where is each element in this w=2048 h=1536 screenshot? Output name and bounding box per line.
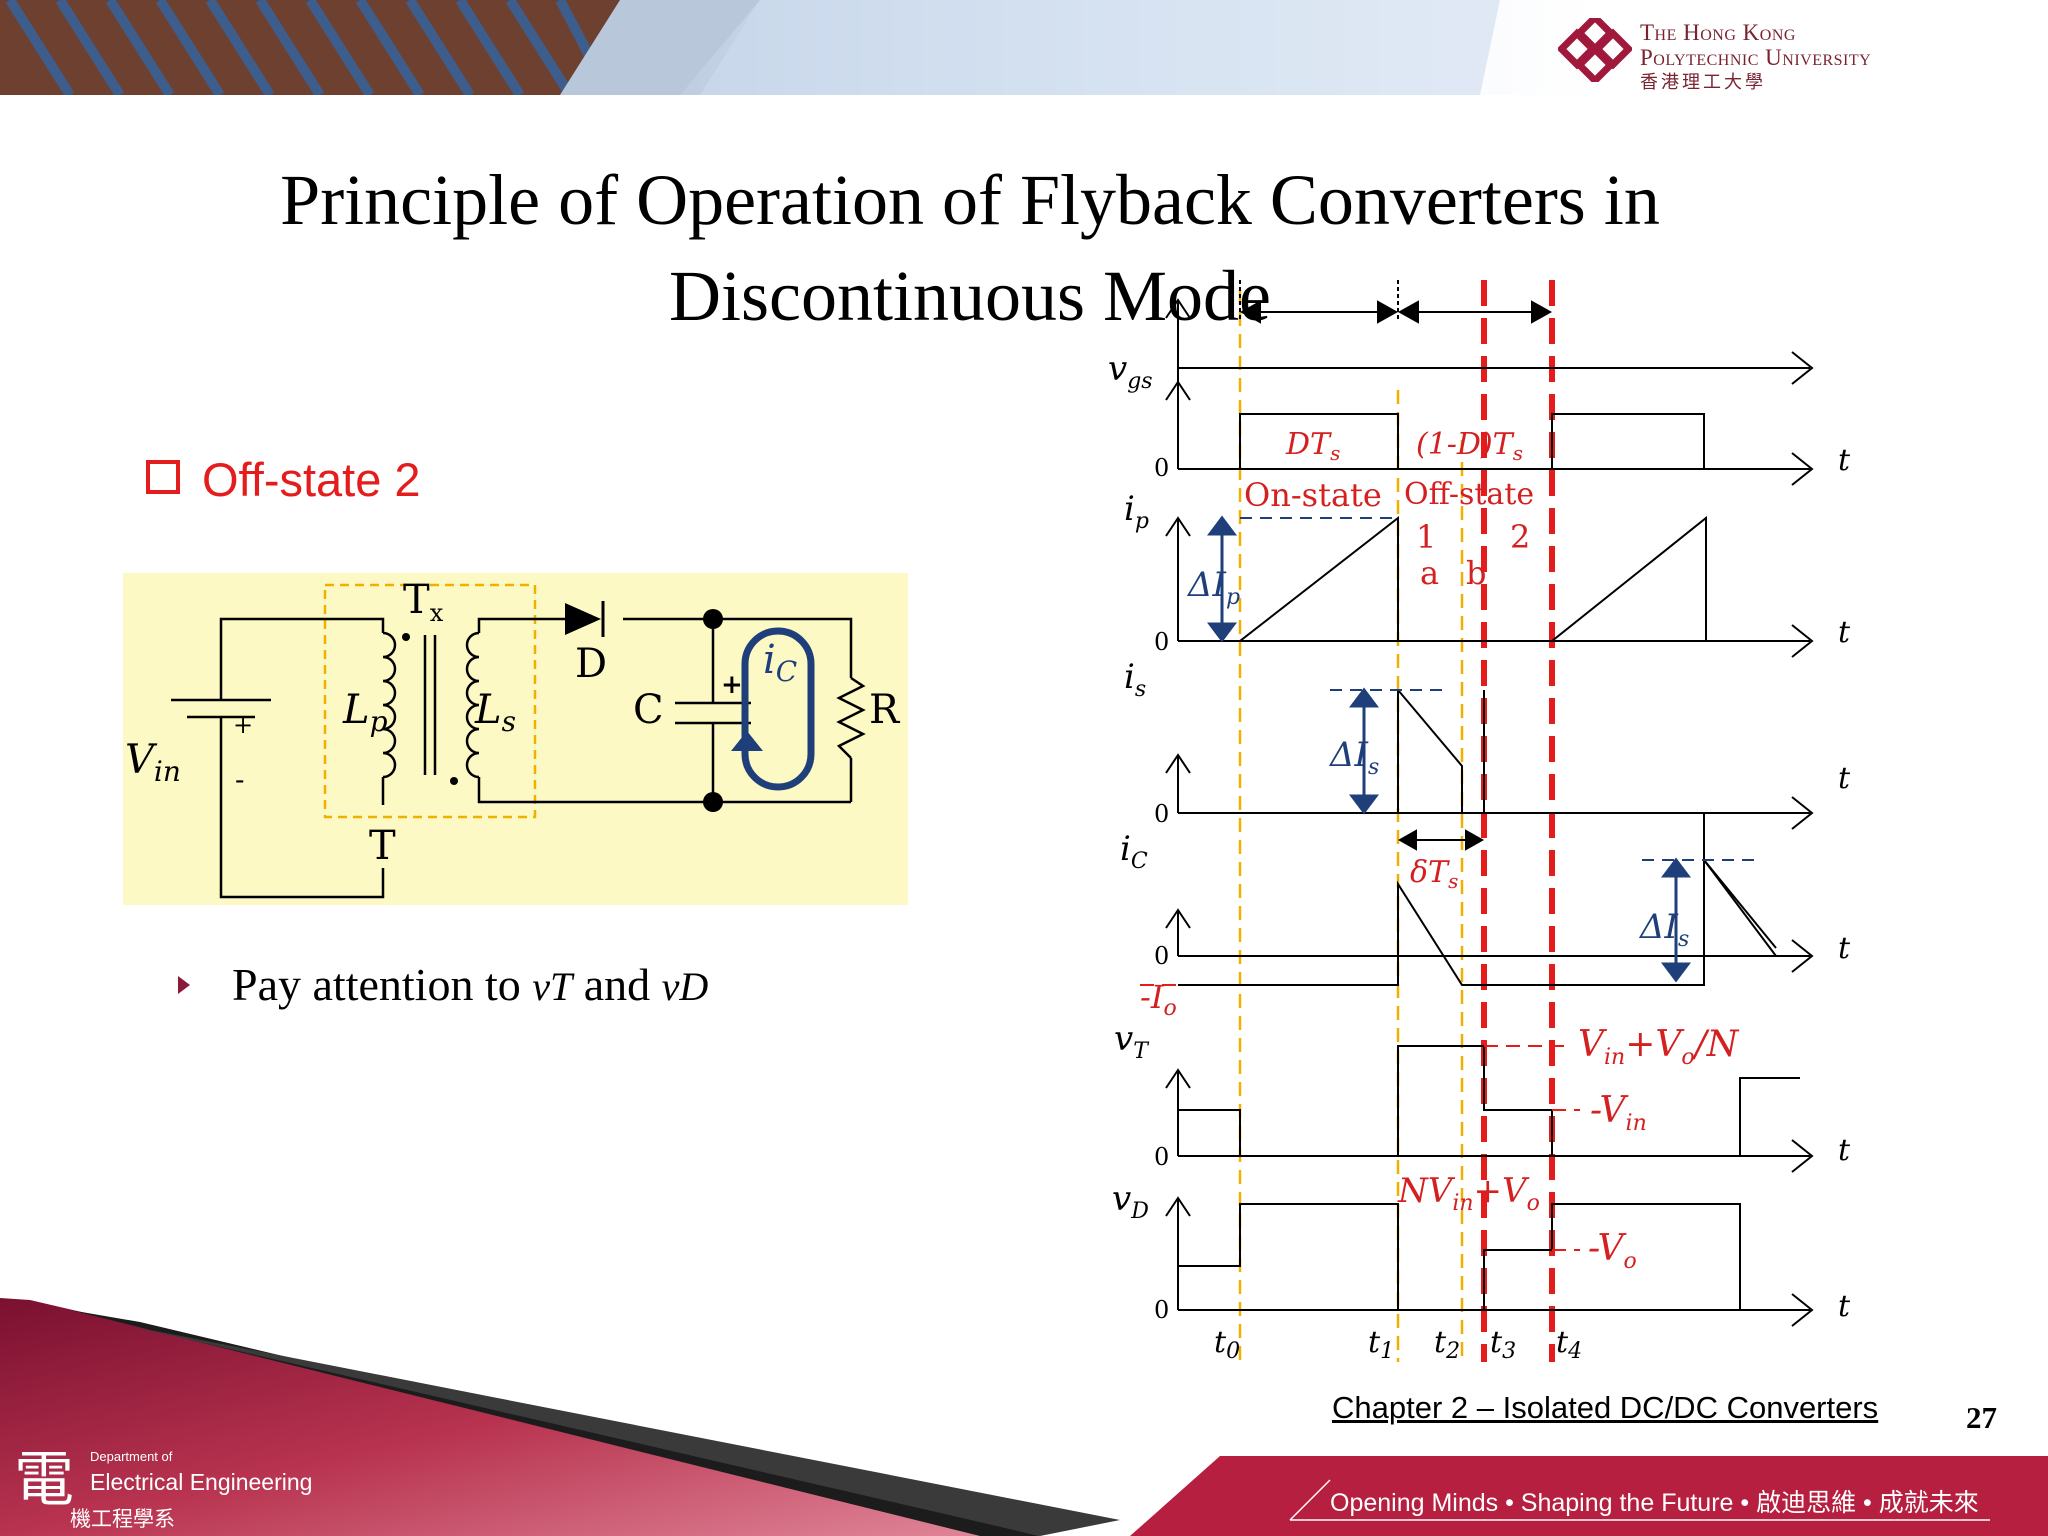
flyback-circuit-diagram: Vin + - Tx Lp Ls T D C + R iC — [123, 573, 908, 905]
sub-bullet-and: and — [583, 959, 651, 1010]
university-name-zh: 香港理工大學 — [1640, 72, 1766, 92]
ic-axis-label: iC — [1120, 829, 1148, 874]
ic-current-loop — [741, 627, 815, 791]
department-line2: Electrical Engineering — [90, 1469, 313, 1495]
t-label: T — [369, 823, 396, 869]
off-state-2-label: 2 — [1510, 518, 1530, 556]
sub-b-label: b — [1466, 554, 1486, 592]
bullet-heading: Off-state 2 — [146, 452, 421, 507]
ic-zero-label: 0 — [1154, 942, 1169, 970]
t4-label: t4 — [1556, 1325, 1582, 1364]
delta-ip-label: ΔIp — [1186, 565, 1240, 610]
university-name-line1: The Hong Kong — [1640, 20, 1796, 45]
vt-axis-label: vT — [1114, 1019, 1150, 1064]
sub-bullet: Pay attention to vT and vD — [178, 958, 708, 1011]
department-line1: Department of — [90, 1449, 173, 1464]
sub-bullet-text: Pay attention to — [232, 959, 521, 1010]
t3-label: t3 — [1490, 1325, 1516, 1364]
off-state-label: Off-state — [1404, 477, 1534, 512]
is-zero-label: 0 — [1154, 800, 1169, 828]
university-name-line2: Polytechnic University — [1640, 45, 1872, 70]
sub-bullet-vt: vT — [532, 964, 573, 1009]
lp-label: Lp — [342, 687, 388, 738]
dimension-arrows — [1239, 280, 1553, 851]
banner-photo — [0, 0, 1500, 95]
nvin-vo-label: NVin+Vo — [1397, 1171, 1540, 1216]
vd-t-label: t — [1838, 1289, 1851, 1324]
sub-a-label: a — [1420, 554, 1439, 592]
red-marker-lines — [1481, 280, 1555, 1362]
vt-t-label: t — [1838, 1133, 1851, 1168]
slide-title-line1: Principle of Operation of Flyback Conver… — [280, 160, 1660, 240]
vin-plus-label: + — [233, 711, 253, 739]
vd-axis-label: vD — [1112, 1179, 1149, 1224]
circuit-background — [123, 573, 908, 905]
ip-axis-label: ip — [1124, 489, 1149, 534]
polyu-logo-icon — [1558, 18, 1632, 82]
t1-label: t1 — [1368, 1325, 1394, 1364]
tx-label: Tx — [403, 577, 444, 627]
r-label: R — [869, 687, 901, 733]
vgs-axis-label: vgs — [1108, 349, 1153, 394]
neg-vo-label: -Vo — [1588, 1228, 1637, 1274]
ic-t-label: t — [1838, 931, 1851, 966]
c-label: C — [633, 687, 664, 733]
slide-title-line2: Discontinuous Mode — [669, 256, 1271, 336]
circuit-wires — [171, 617, 866, 899]
is-t-label: t — [1838, 761, 1851, 796]
node-dot-top — [703, 609, 723, 629]
footer-band — [0, 1298, 2048, 1536]
transformer-dashed-box — [323, 583, 537, 819]
vgs-t-label: t — [1838, 443, 1851, 478]
vin-label: Vin — [125, 737, 181, 788]
ls-label: Ls — [474, 687, 516, 738]
neg-vin-label: -Vin — [1590, 1090, 1647, 1136]
sub-bullet-vd: vD — [661, 964, 709, 1009]
polarity-dot-primary — [402, 633, 410, 641]
vin-plus-vo-n-label: Vin+Vo/N — [1578, 1024, 1740, 1070]
footer-slogan: Opening Minds • Shaping the Future • 啟迪思… — [1330, 1489, 1979, 1517]
header-banner — [0, 0, 2048, 95]
off-state-1-label: 1 — [1416, 518, 1436, 556]
ip-zero-label: 0 — [1154, 628, 1169, 656]
checkbox-bullet-icon — [146, 460, 180, 494]
delta-arrows — [1207, 515, 1691, 983]
page-number: 27 — [1966, 1400, 1997, 1435]
delta-is-label: ΔIs — [1328, 735, 1379, 780]
ic-label: iC — [763, 637, 797, 688]
vin-minus-label: - — [235, 763, 244, 796]
department-glyph: 電 — [14, 1445, 74, 1515]
polarity-dot-secondary — [450, 777, 458, 785]
is-axis-label: is — [1124, 657, 1146, 702]
vgs-zero-label: 0 — [1154, 454, 1169, 482]
department-line3: 機工程學系 — [70, 1508, 175, 1531]
bullet-heading-text: Off-state 2 — [202, 453, 421, 506]
delta-is-2-label: ΔIs — [1638, 907, 1689, 952]
t2-label: t2 — [1434, 1325, 1460, 1364]
triangle-bullet-icon — [178, 976, 190, 994]
delta-ts-label: δTs — [1410, 855, 1458, 893]
d-label: D — [575, 641, 607, 687]
waveform-diagram: vgs ip is iC vT vD 0 0 0 0 0 0 t t t t t… — [1108, 280, 1851, 1364]
t0-label: t0 — [1214, 1325, 1240, 1364]
vt-zero-label: 0 — [1154, 1143, 1169, 1171]
red-level-dashes — [1140, 984, 1580, 1251]
university-name: The Hong Kong Polytechnic University 香港理… — [1640, 20, 1871, 95]
one-minus-d-label: (1-D)Ts — [1416, 427, 1523, 465]
on-state-label: On-state — [1244, 476, 1382, 514]
diode-symbol — [565, 603, 601, 635]
ic-arrow-icon — [731, 731, 763, 751]
slide-title: Principle of Operation of Flyback Conver… — [150, 152, 1790, 344]
chapter-label: Chapter 2 – Isolated DC/DC Converters — [1332, 1390, 1879, 1425]
node-dot-bottom — [703, 792, 723, 812]
neg-io-label: -Io — [1140, 978, 1177, 1021]
waveform-traces — [1165, 368, 1814, 1310]
dts-label: DTs — [1285, 427, 1340, 465]
vd-zero-label: 0 — [1154, 1296, 1169, 1324]
delta-dashes — [1240, 517, 1756, 861]
c-plus-label: + — [721, 670, 743, 700]
ip-t-label: t — [1838, 615, 1851, 650]
